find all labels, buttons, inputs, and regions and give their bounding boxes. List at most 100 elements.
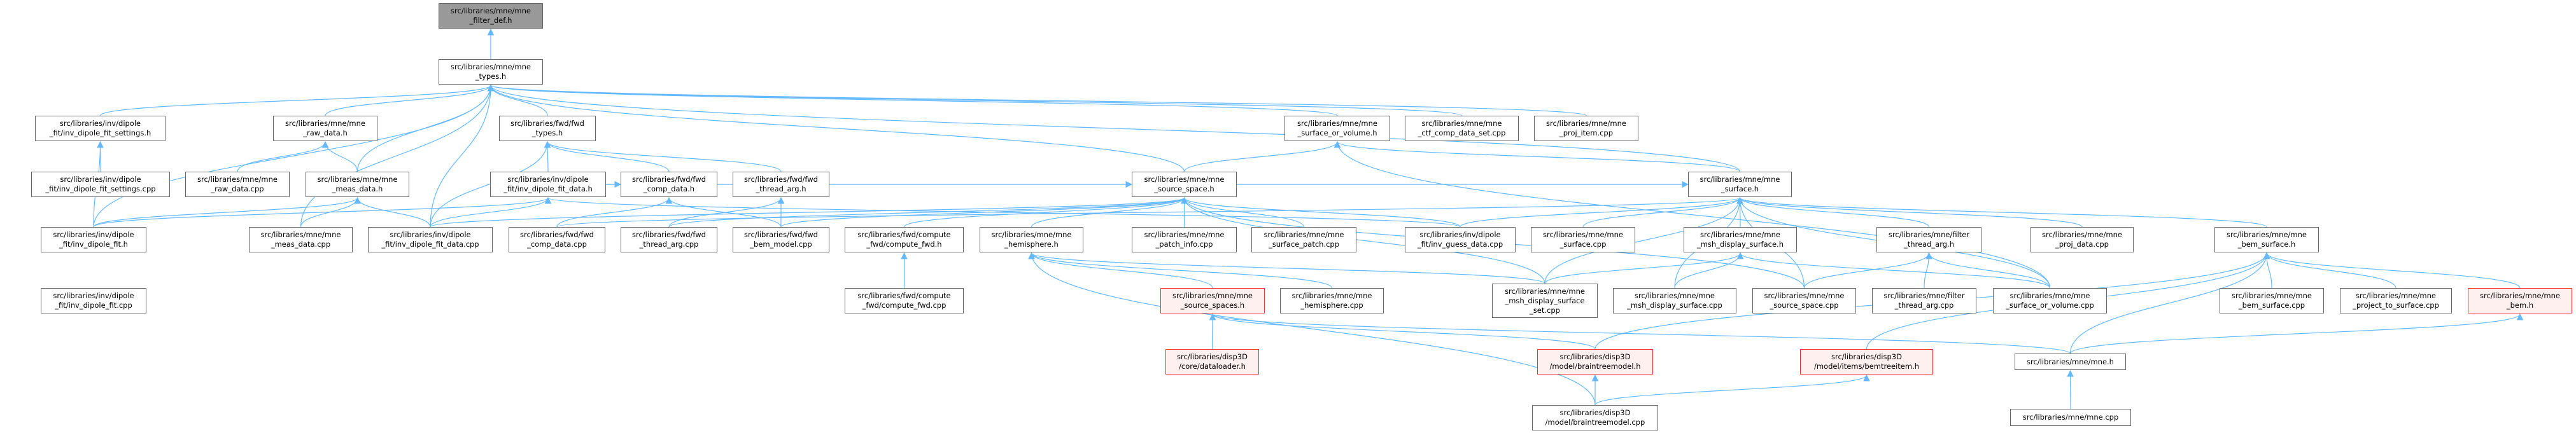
file-node-dipole-fit-h[interactable]: src/libraries/inv/dipole _fit/inv_dipole… [41, 227, 146, 252]
file-node-source-space-h[interactable]: src/libraries/mne/mne _source_space.h [1132, 172, 1237, 197]
current-file-node: src/libraries/mne/mne _filter_def.h [439, 3, 543, 29]
file-node-braintree-cpp[interactable]: src/libraries/disp3D /model/braintreemod… [1532, 405, 1658, 430]
include-edge-surface-patch-cpp-to-source-space-h [1181, 196, 1305, 228]
file-node-dipole-fit-cpp[interactable]: src/libraries/inv/dipole _fit/inv_dipole… [41, 288, 146, 313]
file-node-fwd-types-h[interactable]: src/libraries/fwd/fwd _types.h [499, 116, 596, 141]
file-node-proj-item-cpp[interactable]: src/libraries/mne/mne _proj_item.cpp [1534, 116, 1638, 141]
file-node-meas-data-cpp[interactable]: src/libraries/mne/mne _meas_data.cpp [249, 227, 353, 252]
include-edge-ctf-cpp-to-types-h [488, 84, 1463, 116]
include-edge-filter-thread-h-to-surface-h [1736, 196, 1930, 228]
include-edge-mne-h-to-bem-surface-h [2069, 252, 2270, 354]
file-node-hemisphere-h[interactable]: src/libraries/mne/mne _hemisphere.h [980, 227, 1083, 252]
include-edge-msh-set-cpp-to-source-space-h [1181, 196, 1545, 284]
file-node-source-spaces-h[interactable]: src/libraries/mne/mne _source_spaces.h [1160, 288, 1265, 313]
include-edge-comp-data-cpp-to-comp-data-h [556, 196, 673, 228]
include-edge-dipole-data-h-to-fwd-types-h [544, 141, 551, 172]
include-edge-surface-cpp-to-surface-h [1582, 196, 1743, 228]
include-edge-bem-surface-h-to-surface-h [1736, 196, 2267, 228]
file-node-project-cpp[interactable]: src/libraries/mne/mne _project_to_surfac… [2340, 288, 2452, 313]
file-node-msh-set-cpp[interactable]: src/libraries/mne/mne _msh_display_surfa… [1492, 284, 1598, 318]
include-edge-source-space-cpp-to-filter-thread-h [1803, 252, 1932, 289]
include-edge-msh-set-cpp-to-hemisphere-h [1028, 252, 1545, 284]
file-node-ctf-cpp[interactable]: src/libraries/mne/mne _ctf_comp_data_set… [1405, 116, 1519, 141]
file-node-dipole-data-h[interactable]: src/libraries/inv/dipole _fit/inv_dipole… [490, 172, 606, 197]
include-edge-hemisphere-h-to-source-space-h [1031, 196, 1188, 228]
file-node-bemtree-h[interactable]: src/libraries/disp3D /model/items/bemtre… [1800, 349, 1933, 375]
file-node-thread-arg-h[interactable]: src/libraries/fwd/fwd _thread_arg.h [733, 172, 829, 197]
include-edge-dipole-fit-h-to-types-h [93, 84, 495, 228]
file-node-surface-cpp[interactable]: src/libraries/mne/mne _surface.cpp [1531, 227, 1635, 252]
include-edge-comp-data-cpp-to-surface-h [556, 196, 1743, 228]
file-node-compute-fwd-cpp[interactable]: src/libraries/fwd/compute _fwd/compute_f… [845, 288, 964, 313]
file-node-filter-thread-cpp[interactable]: src/libraries/mne/filter _thread_arg.cpp [1872, 288, 1976, 313]
file-node-bem-model-cpp[interactable]: src/libraries/fwd/fwd _bem_model.cpp [733, 227, 829, 252]
file-node-dataloader-h[interactable]: src/libraries/disp3D /core/dataloader.h [1165, 349, 1259, 375]
file-node-comp-data-h[interactable]: src/libraries/fwd/fwd _comp_data.h [621, 172, 717, 197]
include-edge-dipole-settings-h-to-types-h [99, 84, 495, 116]
include-edge-comp-data-h-to-fwd-types-h [544, 141, 670, 172]
file-node-surface-h[interactable]: src/libraries/mne/mne _surface.h [1688, 172, 1792, 197]
include-edge-proj-data-cpp-to-surface-h [1736, 196, 2083, 228]
file-node-surf-vol-h[interactable]: src/libraries/mne/mne _surface_or_volume… [1284, 116, 1390, 141]
file-node-raw-data-cpp[interactable]: src/libraries/mne/mne _raw_data.cpp [185, 172, 290, 197]
file-node-bem-surface-h[interactable]: src/libraries/mne/mne _bem_surface.h [2214, 227, 2319, 252]
include-edge-mne-h-to-bem-h [2069, 313, 2524, 354]
include-edge-raw-data-cpp-to-raw-data-h [237, 141, 329, 172]
include-edge-compute-fwd-h-to-source-space-h [903, 196, 1188, 228]
file-node-msh-cpp[interactable]: src/libraries/mne/mne _msh_display_surfa… [1613, 288, 1736, 313]
file-node-dipole-settings-h[interactable]: src/libraries/inv/dipole _fit/inv_dipole… [35, 116, 165, 141]
include-edge-thread-arg-cpp-to-thread-arg-h [668, 196, 785, 228]
include-edge-meas-data-cpp-to-types-h [300, 84, 495, 228]
include-edge-dipole-data-cpp-to-types-h [430, 84, 495, 228]
include-edge-surf-vol-cpp-to-msh-h [1736, 252, 2051, 289]
include-edge-braintree-cpp-to-bemtree-h [1594, 374, 1870, 406]
file-node-hemisphere-cpp[interactable]: src/libraries/mne/mne _hemisphere.cpp [1280, 288, 1384, 313]
include-edge-source-spaces-h-to-hemisphere-h [1028, 252, 1213, 289]
file-node-raw-data-h[interactable]: src/libraries/mne/mne _raw_data.h [273, 116, 377, 141]
include-edge-surface-h-to-surf-vol-h [1334, 141, 1741, 172]
include-edge-hemisphere-cpp-to-hemisphere-h [1028, 252, 1333, 289]
include-edge-thread-arg-h-to-fwd-types-h [544, 141, 782, 172]
file-node-source-space-cpp[interactable]: src/libraries/mne/mne _source_space.cpp [1752, 288, 1856, 313]
include-edge-bem-h-to-bem-surface-h [2263, 252, 2521, 289]
file-node-patch-info-cpp[interactable]: src/libraries/mne/mne _patch_info.cpp [1132, 227, 1237, 252]
file-node-surface-patch-cpp[interactable]: src/libraries/mne/mne _surface_patch.cpp [1251, 227, 1356, 252]
include-edge-guess-data-cpp-to-dipole-data-h [545, 196, 1461, 228]
include-edge-guess-data-cpp-to-surface-h [1460, 196, 1743, 228]
include-edge-msh-set-cpp-to-msh-h [1544, 252, 1744, 284]
include-edge-dipole-data-cpp-to-source-space-h [430, 196, 1188, 228]
file-node-bem-h[interactable]: src/libraries/mne/mne _bem.h [2468, 288, 2572, 313]
include-edge-guess-data-cpp-to-source-space-h [1181, 196, 1461, 228]
file-node-msh-h[interactable]: src/libraries/mne/mne _msh_display_surfa… [1684, 227, 1797, 252]
include-edge-source-space-h-to-surf-vol-h [1183, 141, 1341, 172]
file-node-types-h[interactable]: src/libraries/mne/mne _types.h [439, 59, 543, 85]
file-node-dipole-data-cpp[interactable]: src/libraries/inv/dipole _fit/inv_dipole… [368, 227, 493, 252]
file-node-braintree-h[interactable]: src/libraries/disp3D /model/braintreemod… [1537, 349, 1653, 375]
include-edge-surf-vol-h-to-types-h [488, 84, 1338, 116]
file-node-bem-surface-cpp[interactable]: src/libraries/mne/mne _bem_surface.cpp [2220, 288, 2324, 313]
include-edge-thread-arg-cpp-to-source-space-h [668, 196, 1188, 228]
include-edge-dipole-data-cpp-to-dipole-data-h [430, 196, 552, 228]
file-node-filter-thread-h[interactable]: src/libraries/mne/filter _thread_arg.h [1876, 227, 1981, 252]
include-edge-proj-item-cpp-to-types-h [488, 84, 1587, 116]
file-node-guess-data-cpp[interactable]: src/libraries/inv/dipole _fit/inv_guess_… [1405, 227, 1516, 252]
file-node-mne-h[interactable]: src/libraries/mne/mne.h [2015, 354, 2126, 370]
file-node-thread-arg-cpp[interactable]: src/libraries/fwd/fwd _thread_arg.cpp [621, 227, 717, 252]
include-edge-dipole-fit-h-to-dipole-data-h [93, 196, 552, 228]
include-edge-surf-vol-cpp-to-surf-vol-h [1334, 141, 2051, 289]
include-edge-dipole-data-cpp-to-fwd-types-h [430, 141, 551, 228]
file-node-comp-data-cpp[interactable]: src/libraries/fwd/fwd _comp_data.cpp [509, 227, 605, 252]
file-node-meas-data-h[interactable]: src/libraries/mne/mne _meas_data.h [306, 172, 409, 197]
file-node-mne-cpp[interactable]: src/libraries/mne/mne.cpp [2010, 409, 2131, 426]
file-node-proj-data-cpp[interactable]: src/libraries/mne/mne _proj_data.cpp [2031, 227, 2134, 252]
file-node-settings-cpp[interactable]: src/libraries/inv/dipole _fit/inv_dipole… [31, 172, 170, 197]
file-node-surf-vol-cpp[interactable]: src/libraries/mne/mne _surface_or_volume… [1993, 288, 2107, 313]
include-edge-braintree-cpp-to-hemisphere-h [1028, 252, 1596, 406]
file-node-compute-fwd-h[interactable]: src/libraries/fwd/compute _fwd/compute_f… [845, 227, 964, 252]
include-edge-msh-set-cpp-to-surface-h [1544, 196, 1743, 284]
include-edge-surf-vol-cpp-to-filter-thread-h [1925, 252, 2051, 289]
include-edge-bem-model-cpp-to-source-space-h [780, 196, 1188, 228]
include-edge-surface-h-to-types-h [487, 84, 1741, 172]
include-edge-dipole-fit-h-to-meas-data-h [93, 196, 361, 228]
